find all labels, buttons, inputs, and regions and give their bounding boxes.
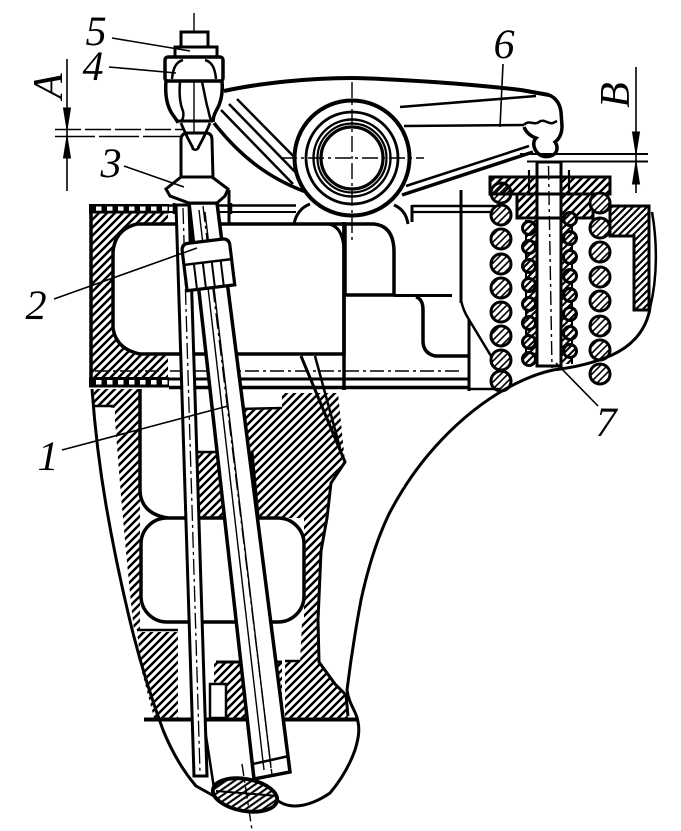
svg-text:B: B	[593, 82, 639, 108]
svg-text:3: 3	[99, 141, 121, 187]
svg-text:4: 4	[82, 44, 103, 90]
svg-text:5: 5	[85, 9, 106, 55]
svg-text:2: 2	[25, 283, 46, 329]
svg-text:A: A	[26, 73, 72, 102]
svg-text:6: 6	[493, 22, 514, 68]
svg-text:7: 7	[595, 400, 618, 446]
svg-text:1: 1	[37, 434, 58, 480]
